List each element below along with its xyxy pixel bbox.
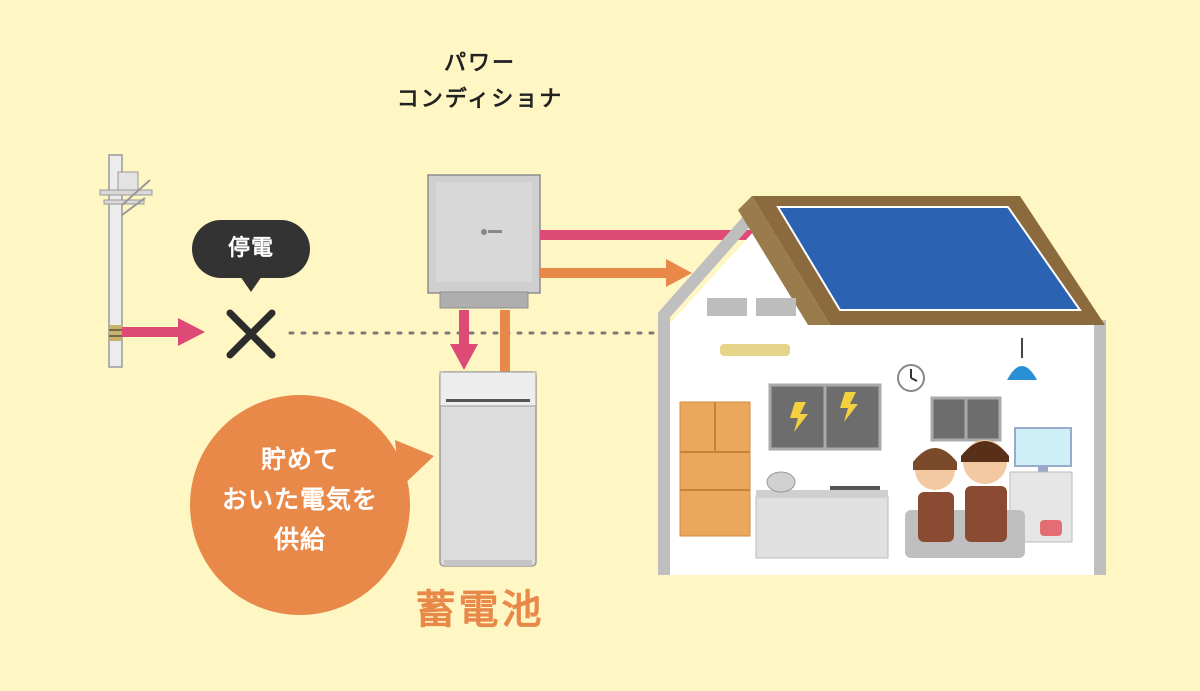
kitchen [755,471,889,559]
conditioner-to-house-arrow [540,259,692,287]
discharge-line [500,310,510,372]
supply-line3: 供給 [273,525,326,554]
utility-pole [99,154,153,368]
outage-label: 停電 [227,236,274,261]
outage-bubble [192,220,310,292]
battery-label: 蓄電池 [415,587,545,633]
refrigerator [679,401,751,537]
battery-unit [439,371,537,567]
power-conditioner-label-line2: コンディショナ [396,87,564,112]
solar-panel [776,206,1082,311]
power-conditioner-label: パワー コンディショナ [360,46,600,118]
storm-window [768,383,882,451]
supply-line1: 貯めて [260,445,339,474]
solar-to-conditioner-line [540,230,838,240]
power-conditioner [427,174,541,309]
family-couple [913,440,1009,542]
tv [1014,427,1072,472]
grid-arrow [122,318,205,346]
power-conditioner-label-line1: パワー [443,51,516,76]
supply-line2: おいた電気を [221,485,378,514]
supply-bubble-text: 貯めて おいた電気を 供給 [190,440,410,560]
charge-arrow [450,310,478,370]
outage-x-icon [226,309,276,359]
house [658,196,1106,575]
supply-bubble [190,395,434,615]
